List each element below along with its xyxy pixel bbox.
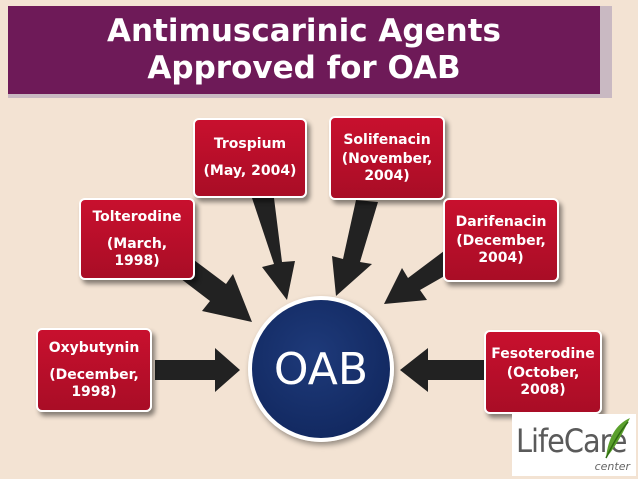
agent-name: Solifenacin: [343, 131, 431, 148]
agent-name: Tolterodine: [92, 208, 182, 225]
arrow-darifenacin: [384, 248, 462, 304]
agent-name: Oxybutynin: [48, 339, 140, 356]
leaf-icon: [605, 418, 630, 459]
agent-date: (October, 2008): [506, 364, 580, 398]
agent-date: (May, 2004): [203, 163, 297, 179]
title-banner: Antimuscarinic Agents Approved for OAB: [8, 6, 612, 98]
agent-date: (March, 1998): [106, 235, 168, 269]
agent-box-darifenacin: Darifenacin (December, 2004): [443, 198, 559, 282]
agent-name: Trospium: [213, 136, 287, 152]
agent-date: (November, 2004): [341, 150, 433, 184]
agent-name: Darifenacin: [455, 213, 547, 230]
logo-subtext: center: [594, 460, 630, 473]
agent-box-solifenacin: Solifenacin (November, 2004): [329, 116, 445, 200]
lifecare-logo: LifeCare center: [512, 414, 636, 476]
arrow-trospium: [252, 198, 295, 300]
agent-box-oxybutynin: Oxybutynin (December, 1998): [36, 328, 152, 412]
oab-center-circle: OAB: [248, 296, 394, 442]
agent-name: Fesoterodine: [491, 345, 595, 362]
agent-box-fesoterodine: Fesoterodine (October, 2008): [484, 330, 602, 414]
agent-box-trospium: Trospium (May, 2004): [193, 118, 307, 198]
agent-date: (December, 2004): [456, 232, 546, 266]
arrow-oxybutynin: [155, 348, 240, 392]
agent-box-tolterodine: Tolterodine (March, 1998): [79, 198, 195, 280]
arrow-solifenacin: [332, 200, 378, 296]
slide-title: Antimuscarinic Agents Approved for OAB: [107, 13, 501, 86]
agent-date: (December, 1998): [49, 366, 139, 400]
arrow-fesoterodine: [400, 348, 485, 392]
